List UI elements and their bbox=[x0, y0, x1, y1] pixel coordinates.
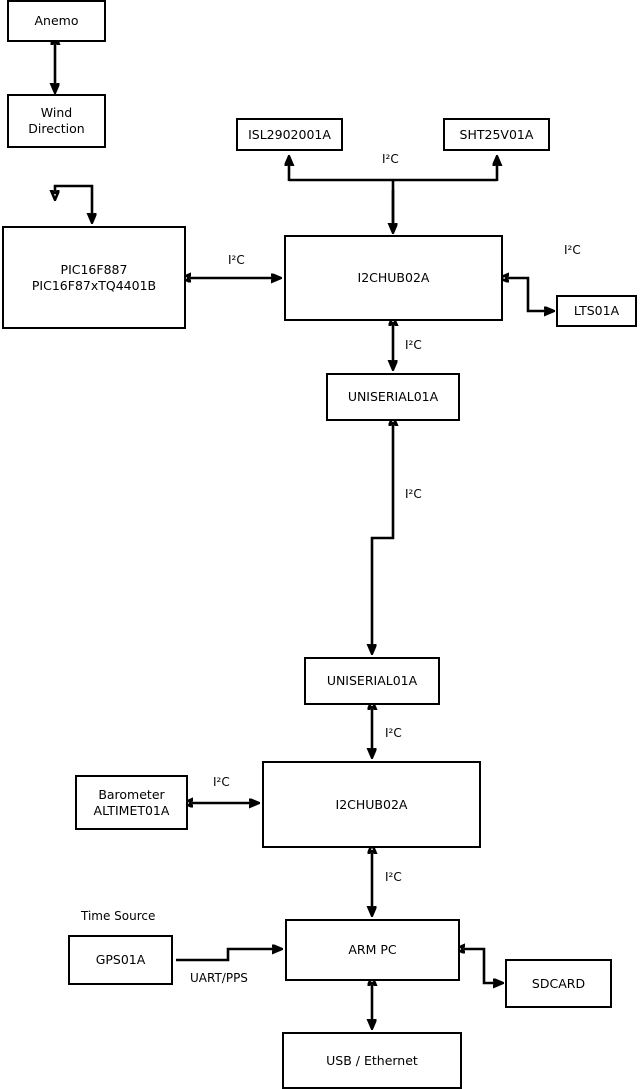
node-anemo[interactable]: Anemo bbox=[7, 0, 106, 42]
node-arm-pc[interactable]: ARM PC bbox=[285, 919, 460, 981]
node-barometer-altimet01a-label: Barometer ALTIMET01A bbox=[93, 786, 170, 818]
node-isl2902001a[interactable]: ISL2902001A bbox=[236, 118, 343, 151]
edge-arm-sdcard bbox=[464, 949, 502, 983]
node-pic-mcu[interactable]: PIC16F887 PIC16F87xTQ4401B bbox=[2, 226, 186, 329]
node-sht25v01a[interactable]: SHT25V01A bbox=[443, 118, 550, 151]
node-i2chub02a-bottom[interactable]: I2CHUB02A bbox=[262, 761, 481, 848]
node-uniserial01a-top[interactable]: UNISERIAL01A bbox=[326, 373, 460, 421]
node-i2chub02a-top-label: I2CHUB02A bbox=[357, 270, 430, 286]
node-sdcard[interactable]: SDCARD bbox=[505, 959, 612, 1008]
node-uniserial01a-bottom[interactable]: UNISERIAL01A bbox=[304, 657, 440, 705]
node-lts01a-label: LTS01A bbox=[573, 303, 620, 319]
node-usb-ethernet-label: USB / Ethernet bbox=[326, 1052, 418, 1068]
node-gps01a[interactable]: GPS01A bbox=[68, 935, 173, 985]
node-wind-direction-label: Wind Direction bbox=[28, 105, 85, 136]
node-sht25v01a-label: SHT25V01A bbox=[459, 126, 534, 142]
edge-label-i2c-lts: I²C bbox=[564, 243, 581, 257]
node-i2chub02a-top[interactable]: I2CHUB02A bbox=[284, 235, 503, 321]
node-wind-direction[interactable]: Wind Direction bbox=[7, 94, 106, 148]
node-isl2902001a-label: ISL2902001A bbox=[248, 126, 331, 142]
edge-gps-arm bbox=[176, 949, 281, 962]
node-uniserial01a-top-label: UNISERIAL01A bbox=[347, 389, 439, 405]
edge-label-i2c-pic-hub: I²C bbox=[228, 253, 245, 267]
edge-label-uart-pps: UART/PPS bbox=[190, 971, 248, 985]
edge-label-i2c-hub-arm: I²C bbox=[385, 870, 402, 884]
node-sdcard-label: SDCARD bbox=[531, 975, 586, 991]
node-uniserial01a-bottom-label: UNISERIAL01A bbox=[326, 673, 418, 689]
edge-label-i2c-uniserial-hub: I²C bbox=[385, 726, 402, 740]
edge-label-i2c-sensor-bus: I²C bbox=[382, 152, 399, 166]
node-usb-ethernet[interactable]: USB / Ethernet bbox=[282, 1032, 462, 1089]
node-anemo-label: Anemo bbox=[34, 13, 79, 29]
node-lts01a[interactable]: LTS01A bbox=[556, 295, 637, 327]
edge-label-i2c-hub-uniserial: I²C bbox=[405, 338, 422, 352]
node-barometer-altimet01a[interactable]: Barometer ALTIMET01A bbox=[75, 775, 188, 830]
label-time-source: Time Source bbox=[81, 909, 156, 923]
edge-uniserial-uniserial bbox=[372, 425, 393, 653]
node-gps01a-label: GPS01A bbox=[95, 952, 146, 968]
edge-pic-wind bbox=[55, 184, 92, 222]
node-pic-mcu-label: PIC16F887 PIC16F87xTQ4401B bbox=[31, 261, 157, 293]
node-i2chub02a-bottom-label: I2CHUB02A bbox=[335, 796, 408, 812]
edge-label-i2c-barometer: I²C bbox=[213, 775, 230, 789]
edge-hubtop-lts bbox=[508, 278, 553, 311]
node-arm-pc-label: ARM PC bbox=[348, 942, 397, 958]
edge-label-i2c-uniserial-uniserial: I²C bbox=[405, 487, 422, 501]
